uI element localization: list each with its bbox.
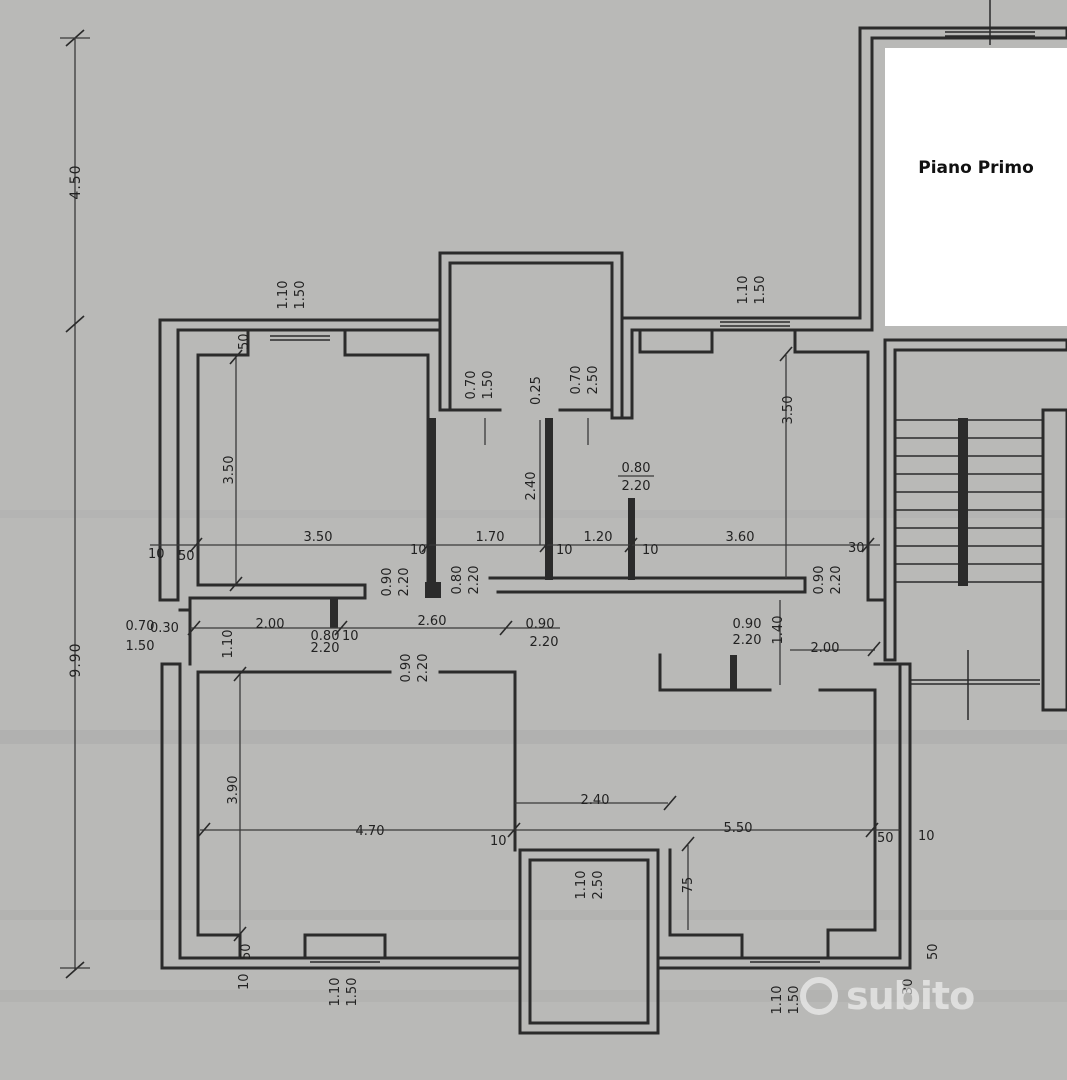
mark-b1: 0.30	[150, 621, 179, 636]
dimension-lines	[150, 355, 900, 935]
floor-title: Piano Primo	[918, 158, 1034, 178]
staircase	[895, 0, 1043, 720]
mark-g4: 50	[239, 943, 254, 960]
dimension-labels: 3.50 3.50 1.70 2.40 1.20 3.60 3.50 2.00 …	[221, 396, 839, 894]
dim-bath-width: 1.70	[476, 530, 505, 545]
win-top-right-h: 1.50	[753, 276, 768, 305]
dim-living-height: 3.90	[226, 776, 241, 805]
door-090-a-h: 2.20	[397, 568, 412, 597]
balcony-bottom: 1.10	[574, 871, 589, 900]
dimension-ticks	[187, 346, 881, 942]
dim-room-c-width: 3.60	[726, 530, 755, 545]
door-090-center-h: 2.20	[733, 633, 762, 648]
door-080-b: 0.80	[450, 566, 465, 595]
dim-v-1-10: 1.10	[221, 630, 236, 659]
door-090-c: 0.90	[812, 566, 827, 595]
dim-hall-2-60: 2.60	[418, 614, 447, 629]
watermark: subito	[800, 966, 1030, 1026]
dim-room-c-height: 3.50	[781, 396, 796, 425]
dim-bath-height: 2.40	[524, 472, 539, 501]
wall-thickness-marks: 10 50 10 10 10 30 10 10 50 10 0.25 50 50…	[148, 333, 941, 995]
watermark-text: subito	[846, 974, 975, 1018]
mark-g3: 50	[237, 333, 252, 350]
win-bottom-left: 1.10	[328, 978, 343, 1007]
mark-e2: 10	[410, 543, 427, 558]
mark-e6: 10	[490, 834, 507, 849]
win-bottom-left-h: 1.50	[345, 978, 360, 1007]
mark-e4: 10	[642, 543, 659, 558]
door-090-living-h: 2.20	[416, 654, 431, 683]
win-bottom-right-h: 1.50	[787, 986, 802, 1015]
left-dimension-line	[60, 29, 90, 979]
mark-e5: 10	[342, 629, 359, 644]
dim-room-a-height: 3.50	[222, 456, 237, 485]
door-080-small: 0.80	[311, 629, 340, 644]
mark-a1: 10	[148, 547, 165, 562]
mark-f1: 30	[848, 541, 865, 556]
dim-height-upper: 4.50	[68, 164, 84, 199]
balcony-top-1: 0.70	[464, 371, 479, 400]
balcony-top-1-h: 1.50	[481, 371, 496, 400]
dim-hall-right: 2.00	[811, 641, 840, 656]
mark-e3: 10	[556, 543, 573, 558]
mark-g1: 50	[178, 549, 195, 564]
door-090-hall-h: 2.20	[530, 635, 559, 650]
door-070-entry-h: 1.50	[126, 639, 155, 654]
balcony-bottom-h: 2.50	[591, 871, 606, 900]
mark-d1: 0.25	[529, 376, 544, 405]
mark-g2: 50	[877, 831, 894, 846]
win-top-left: 1.10	[276, 281, 291, 310]
door-080-b-h: 2.20	[467, 566, 482, 595]
door-080-220-h: 2.20	[622, 479, 651, 494]
dim-v-75: 75	[681, 877, 696, 894]
win-bottom-right: 1.10	[770, 986, 785, 1015]
mark-e7: 10	[918, 829, 935, 844]
balcony-top-2-h: 2.50	[586, 366, 601, 395]
door-090-c-h: 2.20	[829, 566, 844, 595]
dim-height-total: 9.90	[68, 642, 84, 677]
mark-f2: 30	[901, 978, 916, 995]
win-top-right: 1.10	[736, 276, 751, 305]
outer-walls	[158, 26, 1067, 1035]
mark-e8: 10	[237, 973, 252, 990]
door-070-entry: 0.70	[126, 619, 155, 634]
mark-g5: 50	[926, 943, 941, 960]
door-090-hall: 0.90	[526, 617, 555, 632]
balcony-top-2: 0.70	[569, 366, 584, 395]
dim-kitchen-partial: 2.40	[581, 793, 610, 808]
dim-room-a-width: 3.50	[304, 530, 333, 545]
dim-living-width: 4.70	[356, 824, 385, 839]
door-080-220: 0.80	[622, 461, 651, 476]
door-080-small-h: 2.20	[311, 641, 340, 656]
win-top-left-h: 1.50	[293, 281, 308, 310]
door-090-living: 0.90	[399, 654, 414, 683]
door-090-center: 0.90	[733, 617, 762, 632]
floor-label-panel: Piano Primo	[885, 48, 1067, 326]
dim-closet-width: 1.20	[584, 530, 613, 545]
dim-kitchen-width: 5.50	[724, 821, 753, 836]
door-090-a: 0.90	[380, 568, 395, 597]
dim-hall-2-00: 2.00	[256, 617, 285, 632]
watermark-logo-icon	[800, 977, 838, 1015]
dim-v-1-40: 1.40	[771, 616, 786, 645]
opening-labels: 1.10 1.50 1.10 1.50 0.70 1.50 0.70 2.50 …	[126, 276, 844, 1015]
inner-walls	[178, 328, 902, 960]
